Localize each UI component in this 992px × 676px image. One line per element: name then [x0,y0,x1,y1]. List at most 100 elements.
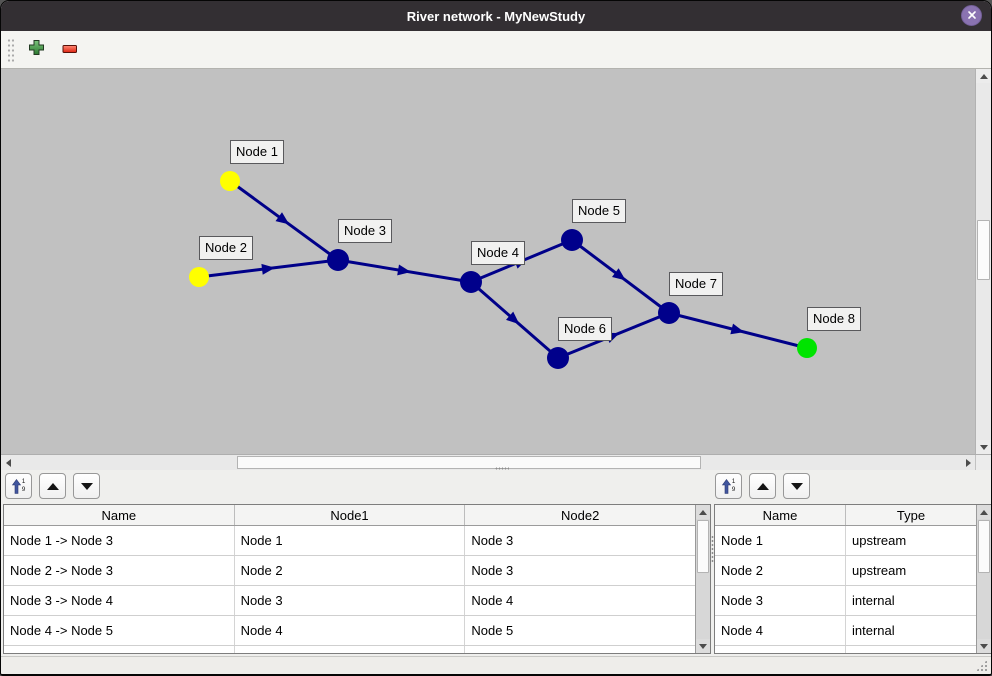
network-node[interactable] [658,302,680,324]
scroll-up-button[interactable] [977,505,991,519]
horizontal-scroll-track[interactable] [15,455,961,470]
table-cell[interactable]: Node 2 [715,556,846,585]
branches-table-scrollbar[interactable] [695,505,710,653]
table-cell[interactable]: Node 4 [235,616,466,645]
scroll-up-button[interactable] [696,505,710,519]
triangle-up-icon [46,482,59,490]
network-graph [189,171,817,369]
table-cell[interactable]: Node 3 [235,586,466,615]
node-label[interactable]: Node 3 [338,219,392,243]
vertical-scroll-thumb[interactable] [978,520,990,573]
vertical-scroll-thumb[interactable] [697,520,709,573]
table-row[interactable] [4,646,695,653]
vertical-scroll-thumb[interactable] [977,220,990,280]
table-cell[interactable]: Node 3 [471,563,514,578]
vertical-scroll-track[interactable] [696,519,710,639]
node-label[interactable]: Node 8 [807,307,861,331]
table-row[interactable]: Node 2 upstream [715,556,976,586]
table-cell[interactable]: Node 5 [471,623,514,638]
resize-grip[interactable] [975,659,988,672]
table-cell[interactable]: Node 4 [715,616,846,645]
scroll-up-button[interactable] [976,69,991,83]
column-header[interactable]: Name [4,505,235,525]
table-cell[interactable] [235,646,466,653]
table-cell[interactable]: internal [852,593,895,608]
column-header[interactable]: Type [896,507,926,523]
arrow-down-icon [980,643,988,649]
network-node[interactable] [327,249,349,271]
table-cell[interactable]: Node 4 -> Node 5 [4,616,235,645]
node-label[interactable]: Node 4 [471,241,525,265]
nodes-table-header[interactable]: Name Type [715,505,976,526]
column-header[interactable]: Name [715,505,846,525]
close-button[interactable] [961,5,982,26]
table-cell[interactable]: Node 2 -> Node 3 [4,556,235,585]
table-cell[interactable] [715,646,846,653]
network-node[interactable] [189,267,209,287]
table-cell[interactable]: Node 3 [471,533,514,548]
vertical-scroll-track[interactable] [977,519,991,639]
sort-icon: 1 9 [721,478,735,494]
column-header[interactable]: Node2 [561,507,600,523]
branches-move-down-button[interactable] [73,473,100,499]
table-row[interactable]: Node 1 upstream [715,526,976,556]
toolbar-drag-handle[interactable] [6,36,14,63]
scroll-down-button[interactable] [976,440,991,454]
river-network-canvas[interactable]: Node 1 Node 2 Node 3 Node 4 Node 5 Node 6 Node… [1,69,975,454]
table-cell[interactable]: upstream [852,533,907,548]
add-branch-button[interactable] [23,37,49,63]
table-cell[interactable]: Node 1 -> Node 3 [4,526,235,555]
node-label[interactable]: Node 2 [199,236,253,260]
network-node[interactable] [220,171,240,191]
nodes-sort-button[interactable]: 1 9 [715,473,742,499]
node-label[interactable]: Node 6 [558,317,612,341]
nodes-move-up-button[interactable] [749,473,776,499]
network-node[interactable] [797,338,817,358]
vertical-scroll-track[interactable] [976,83,991,440]
remove-branch-button[interactable] [57,37,83,63]
network-node[interactable] [547,347,569,369]
arrow-down-icon [979,444,988,450]
table-cell[interactable]: Node 2 [235,556,466,585]
table-row[interactable] [715,646,976,653]
nodes-table-scrollbar[interactable] [976,505,991,653]
column-header[interactable]: Node1 [235,505,466,525]
canvas-vertical-scrollbar[interactable] [975,69,991,454]
canvas-row: Node 1 Node 2 Node 3 Node 4 Node 5 Node 6 Node… [1,69,991,454]
panel-splitter-handle[interactable] [495,467,509,470]
branches-sort-button[interactable]: 1 9 [5,473,32,499]
table-cell[interactable] [846,646,976,653]
scroll-down-button[interactable] [696,639,710,653]
node-label[interactable]: Node 7 [669,272,723,296]
table-cell[interactable]: Node 1 [235,526,466,555]
table-cell[interactable]: Node 3 [715,586,846,615]
table-row[interactable]: Node 4 internal [715,616,976,646]
node-label[interactable]: Node 5 [572,199,626,223]
scroll-right-button[interactable] [961,455,975,470]
nodes-move-down-button[interactable] [783,473,810,499]
branches-move-up-button[interactable] [39,473,66,499]
table-cell[interactable] [465,646,695,653]
network-node[interactable] [561,229,583,251]
table-cell[interactable]: Node 3 -> Node 4 [4,586,235,615]
table-cell[interactable]: Node 4 [471,593,514,608]
table-cell[interactable] [4,646,235,653]
table-cell[interactable]: upstream [852,563,907,578]
scroll-down-button[interactable] [977,639,991,653]
table-row[interactable]: Node 3 internal [715,586,976,616]
table-cell[interactable]: internal [852,623,895,638]
tables-splitter-handle[interactable] [711,535,714,563]
table-cell[interactable]: Node 1 [715,526,846,555]
scroll-left-button[interactable] [1,455,15,470]
titlebar[interactable]: River network - MyNewStudy [1,1,991,31]
node-label[interactable]: Node 1 [230,140,284,164]
network-node[interactable] [460,271,482,293]
canvas-horizontal-scrollbar[interactable] [1,454,991,470]
horizontal-scroll-thumb[interactable] [237,456,701,469]
plus-icon [28,39,45,61]
